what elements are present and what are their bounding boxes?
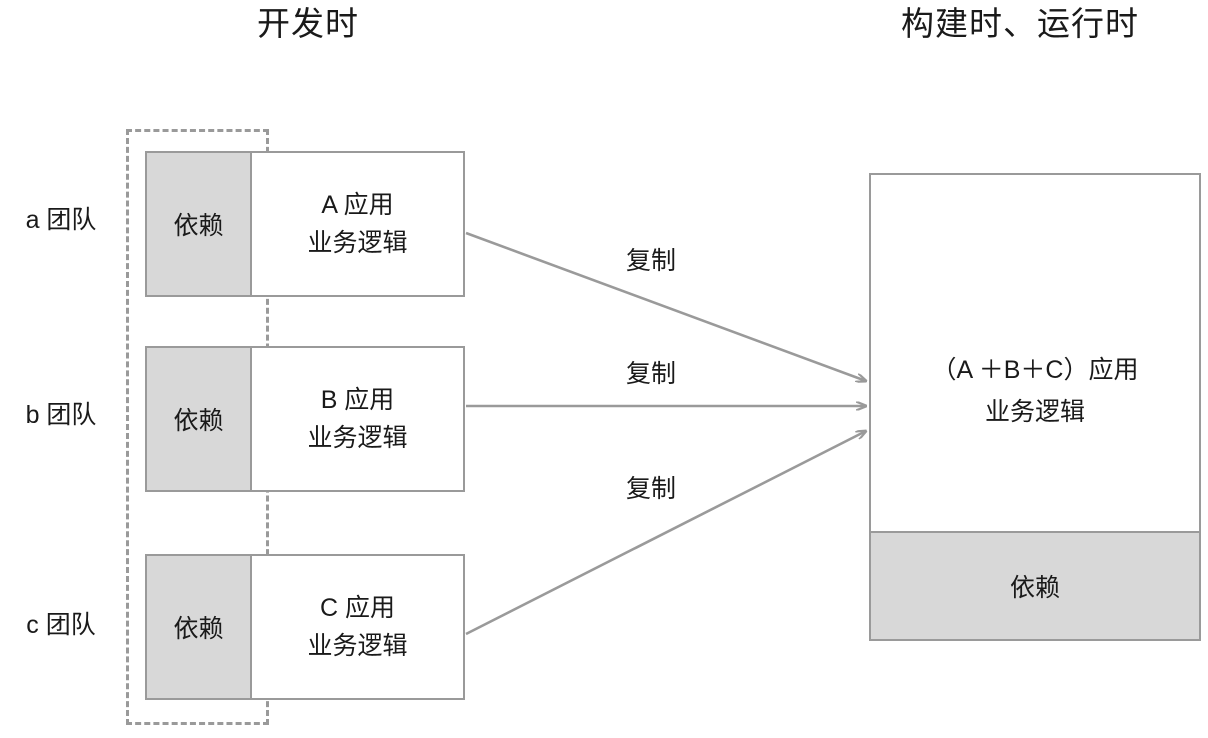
arrow-label-copy-b: 复制: [626, 360, 677, 388]
team-label-b: b 团队: [25, 401, 97, 429]
app-title-a: A 应用: [321, 191, 394, 219]
dependency-cell-c: 依赖: [147, 556, 252, 698]
arrow-label-copy-c: 复制: [626, 475, 677, 503]
heading-development-time: 开发时: [257, 5, 359, 42]
arrow-copy-c: [465, 431, 866, 636]
app-box-a: 依赖 A 应用 业务逻辑: [145, 151, 465, 297]
dependency-cell-b: 依赖: [147, 348, 252, 490]
app-logic-cell-b: B 应用 业务逻辑: [252, 348, 463, 490]
app-title-c: C 应用: [319, 594, 395, 622]
team-label-c: c 团队: [26, 611, 96, 639]
combined-app-subtitle: 业务逻辑: [984, 398, 1085, 426]
app-subtitle-c: 业务逻辑: [307, 632, 408, 660]
app-box-c: 依赖 C 应用 业务逻辑: [145, 554, 465, 700]
arrow-label-copy-a: 复制: [626, 247, 677, 275]
team-label-a: a 团队: [25, 206, 97, 234]
combined-app-title: （A ＋B＋C）应用: [931, 356, 1139, 384]
app-subtitle-b: 业务逻辑: [307, 424, 408, 452]
app-logic-cell-c: C 应用 业务逻辑: [252, 556, 463, 698]
app-subtitle-a: 业务逻辑: [307, 229, 408, 257]
combined-dependency-cell: 依赖: [871, 531, 1199, 639]
app-box-b: 依赖 B 应用 业务逻辑: [145, 346, 465, 492]
app-logic-cell-a: A 应用 业务逻辑: [252, 153, 463, 295]
combined-app-logic-cell: （A ＋B＋C）应用 业务逻辑: [871, 175, 1199, 531]
heading-build-runtime: 构建时、运行时: [901, 5, 1139, 42]
dependency-cell-a: 依赖: [147, 153, 252, 295]
combined-app-box: （A ＋B＋C）应用 业务逻辑 依赖: [869, 173, 1201, 641]
app-title-b: B 应用: [320, 386, 395, 414]
